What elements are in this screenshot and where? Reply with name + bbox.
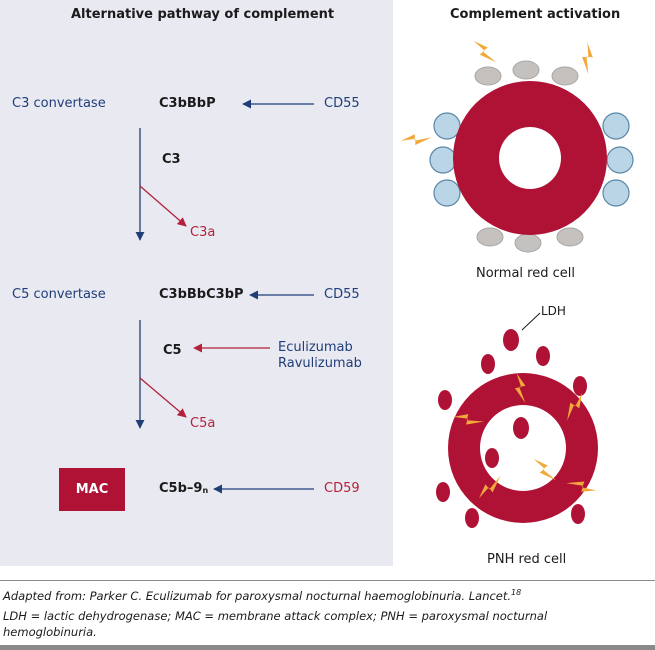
abbreviations-line2: hemoglobinuria. [3, 625, 97, 639]
c3-convertase-label: C3 convertase [12, 96, 106, 111]
blue-receptor [433, 112, 461, 140]
ldh-label: LDH [541, 304, 566, 318]
blue-receptor [433, 179, 461, 207]
pnh-red-cell [436, 329, 598, 528]
c5-label: C5 [163, 343, 182, 358]
c5a-label: C5a [190, 416, 216, 431]
citation-main: Adapted from: Parker C. Eculizumab for p… [3, 588, 512, 603]
eculizumab-label: Eculizumab [278, 340, 353, 355]
blue-receptor [429, 146, 457, 174]
normal-cell-label: Normal red cell [476, 266, 575, 281]
right-panel-title: Complement activation [450, 7, 621, 22]
normal-red-cell [400, 36, 634, 253]
citation-text: Adapted from: Parker C. Eculizumab for p… [3, 588, 521, 603]
citation-ref: 18 [511, 588, 522, 597]
lightning-icon [473, 36, 497, 68]
c5b9-sub: n [202, 486, 209, 495]
lightning-icon [575, 42, 601, 75]
gray-receptor [514, 233, 542, 253]
left-panel-title: Alternative pathway of complement [71, 7, 335, 22]
c5b9-main: C5b–9 [159, 481, 203, 496]
lightning-icon [400, 127, 432, 151]
gray-receptor [476, 227, 504, 247]
blue-receptor [606, 146, 634, 174]
c5a-arrow [139, 377, 187, 418]
cd59-label: CD59 [324, 481, 360, 496]
c3bbbp-label: C3bBbP [159, 96, 216, 111]
ravulizumab-label: Ravulizumab [278, 356, 362, 371]
gray-receptor [474, 66, 502, 86]
ldh-particle [436, 482, 450, 502]
mac-box: MAC [59, 468, 125, 511]
c3a-arrow [139, 185, 187, 227]
ldh-particle [481, 354, 495, 374]
ldh-particle [438, 390, 452, 410]
c5b9-label: C5b–9n [159, 481, 208, 496]
ldh-particle [465, 508, 479, 528]
c3-label: C3 [162, 152, 181, 167]
gray-receptor [512, 60, 540, 80]
ldh-particle [503, 329, 519, 351]
abbreviations-line1: LDH = lactic dehydrogenase; MAC = membra… [3, 609, 548, 623]
c5-convertase-label: C5 convertase [12, 287, 106, 302]
ldh-particle [513, 417, 529, 439]
ldh-particle [536, 346, 550, 366]
pnh-cell-label: PNH red cell [487, 552, 567, 567]
gray-receptor [556, 227, 584, 247]
gray-receptor [551, 66, 579, 86]
footer-rule [0, 580, 655, 581]
c3a-label: C3a [190, 225, 216, 240]
blue-receptor [602, 112, 630, 140]
cell-center [499, 127, 561, 189]
pnh-cell-center [480, 405, 566, 491]
blue-receptor [602, 179, 630, 207]
cd55-mid-label: CD55 [324, 287, 360, 302]
ldh-particle [485, 448, 499, 468]
ldh-particle [573, 376, 587, 396]
ldh-pointer [521, 312, 541, 331]
bottom-bar [0, 645, 655, 650]
cd55-top-label: CD55 [324, 96, 360, 111]
ldh-particle [571, 504, 585, 524]
c3bbbc3bp-label: C3bBbC3bP [159, 287, 244, 302]
